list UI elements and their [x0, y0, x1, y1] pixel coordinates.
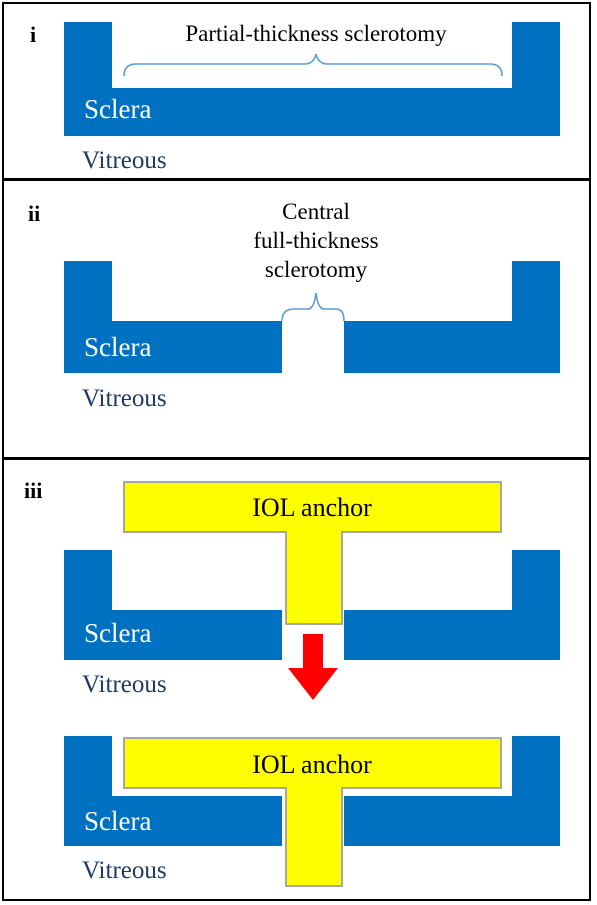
vitreous-label: Vitreous [82, 147, 167, 174]
panel-ii-diagram: ii Central full-thickness sclerotomy Scl… [28, 199, 560, 412]
iol-anchor [123, 737, 502, 887]
sclera-left [64, 550, 282, 660]
annotation-text: Partial-thickness sclerotomy [185, 21, 447, 46]
annotation-line-2: full-thickness [253, 228, 378, 253]
panel-iii-diagram: iii IOL anchor Sclera Vitreous IOL ancho… [24, 478, 560, 887]
sclera-label: Sclera [84, 806, 151, 836]
sclera-label: Sclera [84, 94, 151, 124]
vitreous-label: Vitreous [82, 857, 167, 884]
sclera-right [344, 736, 560, 846]
panel-label: ii [28, 201, 40, 226]
sclera-left [64, 736, 282, 846]
panel-i-diagram: i Partial-thickness sclerotomy Sclera Vi… [30, 21, 560, 174]
annotation-brace [281, 292, 345, 322]
iol-anchor-label: IOL anchor [252, 493, 372, 522]
down-arrow-icon [288, 634, 338, 700]
panel-ii: ii Central full-thickness sclerotomy Scl… [2, 179, 591, 459]
sclera-shape [64, 22, 560, 136]
panel-label: iii [24, 478, 42, 503]
annotation-brace [123, 53, 503, 77]
panel-label: i [30, 22, 36, 47]
iol-anchor [123, 481, 502, 625]
vitreous-label: Vitreous [82, 671, 167, 698]
panel-i: i Partial-thickness sclerotomy Sclera Vi… [2, 2, 591, 180]
sclera-label: Sclera [84, 618, 151, 648]
sclera-left [64, 261, 282, 373]
sclera-right [344, 550, 560, 660]
vitreous-label: Vitreous [82, 385, 167, 412]
iol-anchor-label: IOL anchor [252, 750, 372, 779]
sclera-label: Sclera [84, 332, 151, 362]
panel-iii: iii IOL anchor Sclera Vitreous IOL ancho… [2, 458, 591, 901]
annotation-line-1: Central [282, 199, 350, 224]
sclera-right [344, 261, 560, 373]
annotation-line-3: sclerotomy [265, 257, 368, 282]
